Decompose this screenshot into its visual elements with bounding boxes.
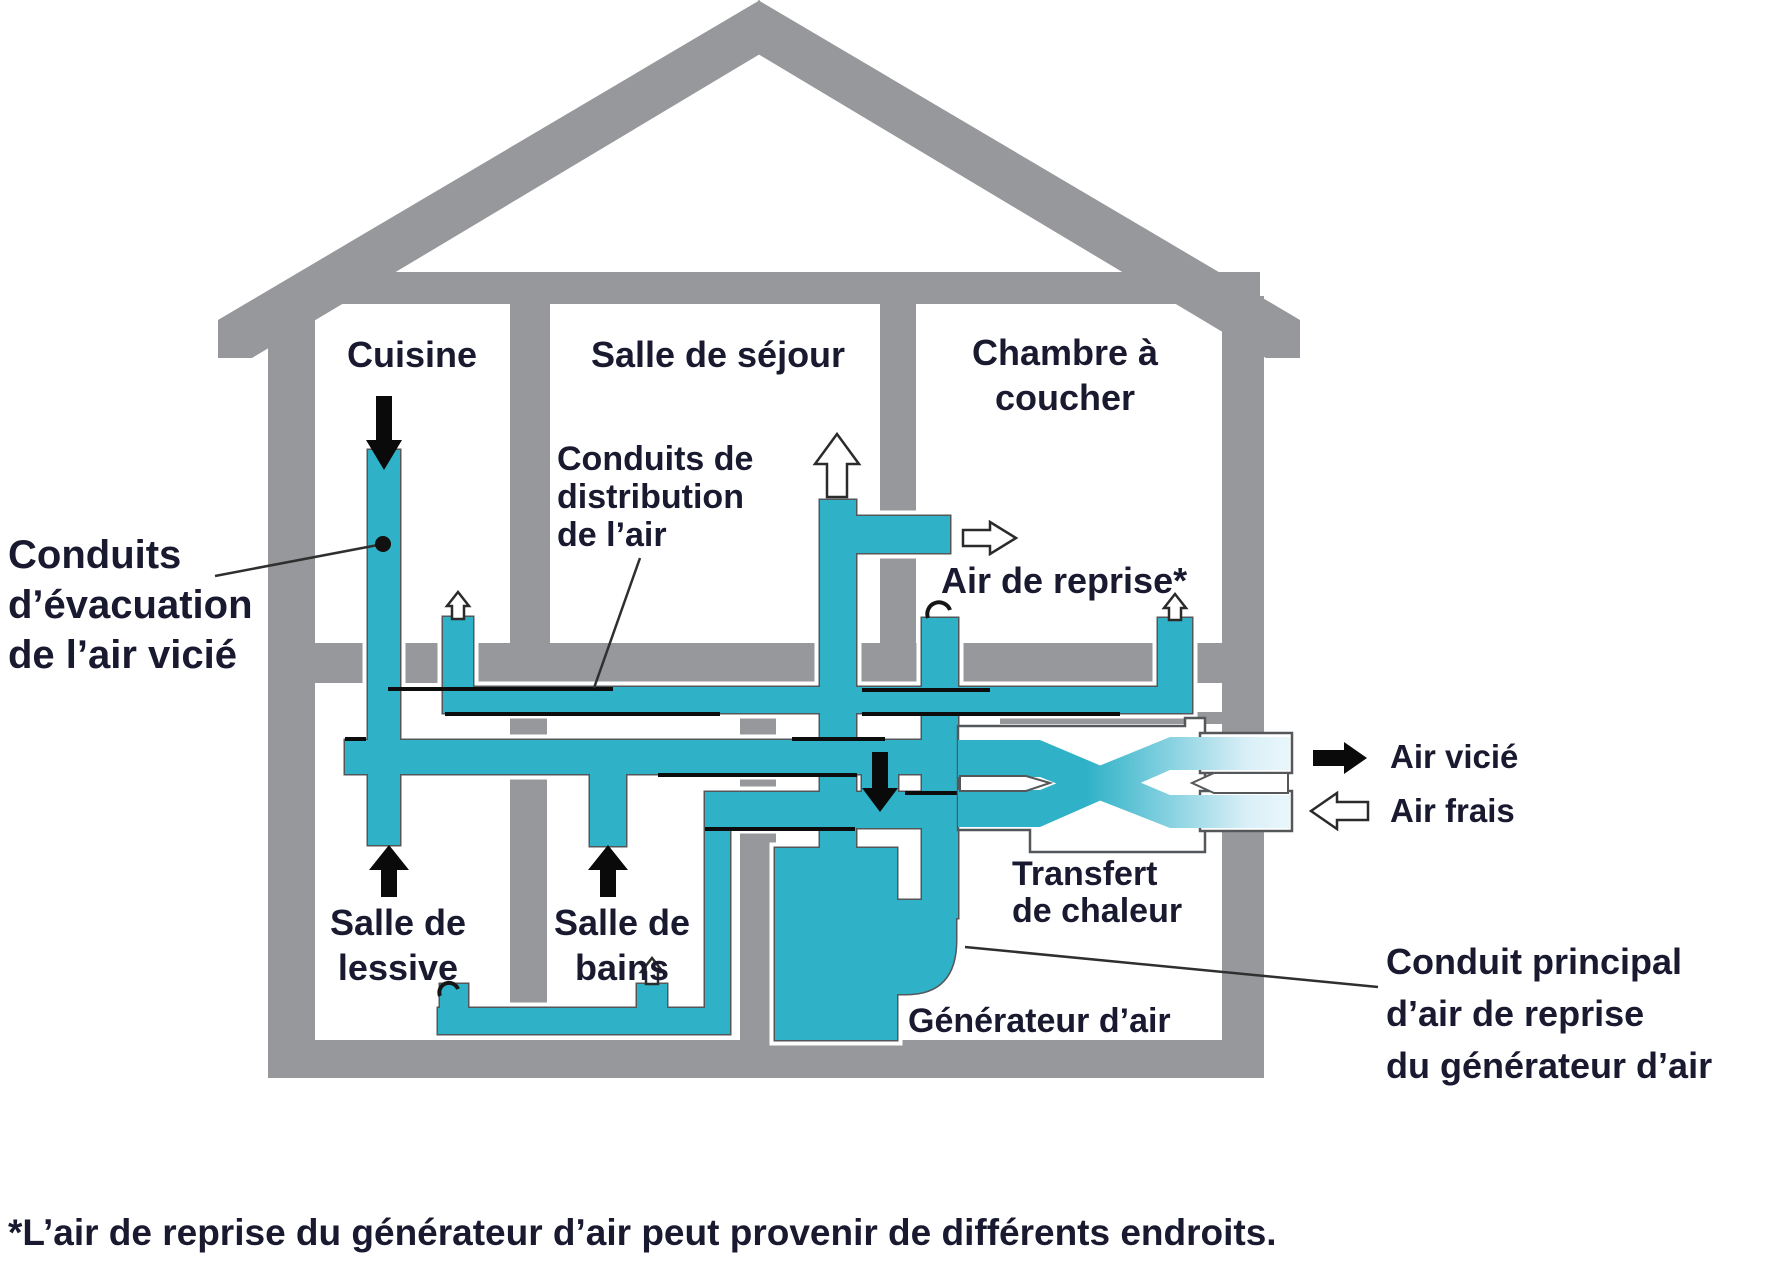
curl-bedroom-return-icon <box>925 600 952 619</box>
legend-label-fresh-air: Air frais <box>1390 792 1515 829</box>
leader-main-return-label <box>964 945 1379 989</box>
label-supply-ducts: Conduits de distribution de l’air <box>557 440 753 554</box>
label-exhaust-line2: d’évacuation <box>8 583 253 627</box>
footnote: *L’air de reprise du générateur d’air pe… <box>8 1212 1277 1253</box>
hx-left-notch <box>959 775 1054 792</box>
vent-arrow-basement-icon <box>638 955 666 986</box>
room-label-bath-line1: Salle de <box>553 902 691 943</box>
label-supply-line1: Conduits de <box>557 440 754 478</box>
label-heat-transfer: Transfert de chaleur <box>1012 856 1182 930</box>
basement-wall-left <box>510 683 547 1010</box>
room-label-bath-line2: bains <box>574 947 670 988</box>
arrow-up-laundry-icon <box>369 845 409 897</box>
label-exhaust-ducts: Conduits d’évacuation de l’air vicié <box>8 530 253 680</box>
label-supply-line2: distribution <box>557 478 744 516</box>
room-label-laundry-line1: Salle de <box>329 902 467 943</box>
curl-basement-tab-icon <box>437 980 460 997</box>
room-label-kitchen: Cuisine <box>346 334 478 375</box>
roof-left <box>218 0 760 358</box>
room-label-laundry: Salle de lessive <box>330 900 466 990</box>
arrow-up-living-vent-icon <box>812 431 862 499</box>
roof-right <box>758 0 1300 358</box>
interior-wall-living-bedroom <box>880 304 916 644</box>
arrow-down-kitchen-icon <box>366 396 402 470</box>
label-main-return-line3: du générateur d’air <box>1386 1045 1713 1086</box>
leader-supply-label <box>592 557 642 689</box>
label-main-return-line1: Conduit principal <box>1386 941 1682 982</box>
room-label-laundry-line2: lessive <box>337 947 459 988</box>
bottom-slab <box>268 1040 1264 1078</box>
stale-air-arrows <box>366 396 1367 897</box>
label-main-return-duct: Conduit principal d’air de reprise du gé… <box>1386 936 1712 1092</box>
vent-arrow-bedroom-floor-icon <box>1161 591 1189 622</box>
arrow-down-exhaust-drop-icon <box>862 752 898 812</box>
room-label-bath: Salle de bains <box>554 900 690 990</box>
label-heat-line2: de chaleur <box>1012 892 1183 930</box>
room-label-bedroom-line1: Chambre à <box>971 332 1159 373</box>
legend-fresh-arrow-icon <box>1308 790 1370 832</box>
vent-arrow-kitchen-floor-icon <box>444 589 472 621</box>
arrow-up-bath-icon <box>588 845 628 897</box>
label-heat-line1: Transfert <box>1012 855 1158 893</box>
label-main-return-line2: d’air de reprise <box>1386 993 1645 1034</box>
label-exhaust-line3: de l’air vicié <box>8 633 238 677</box>
room-label-living: Salle de séjour <box>590 334 846 375</box>
legend-stale-arrow-icon <box>1313 742 1367 774</box>
intake-curls <box>437 600 952 997</box>
eave-band <box>300 272 1260 304</box>
label-air-generator: Générateur d’air <box>908 1002 1171 1040</box>
room-label-bedroom: Chambre à coucher <box>972 330 1158 420</box>
leader-lines <box>214 543 1379 989</box>
right-wall <box>1222 296 1264 1078</box>
arrow-right-return-grille-icon <box>961 519 1019 557</box>
duct-crossing-ticks <box>345 687 1120 831</box>
label-supply-line3: de l’air <box>557 516 667 554</box>
label-return-air: Air de reprise* <box>941 560 1188 601</box>
room-label-bedroom-line2: coucher <box>994 377 1136 418</box>
interior-wall-kitchen-living <box>510 304 550 644</box>
hx-band-ascending <box>958 737 1290 827</box>
left-wall <box>268 296 315 1078</box>
hx-right-notch <box>1189 772 1289 794</box>
leader-dot <box>375 536 391 552</box>
label-exhaust-line1: Conduits <box>8 533 182 577</box>
legend-label-stale-air: Air vicié <box>1390 738 1519 775</box>
leader-exhaust-label <box>214 543 379 578</box>
fresh-air-arrows <box>444 431 1370 986</box>
